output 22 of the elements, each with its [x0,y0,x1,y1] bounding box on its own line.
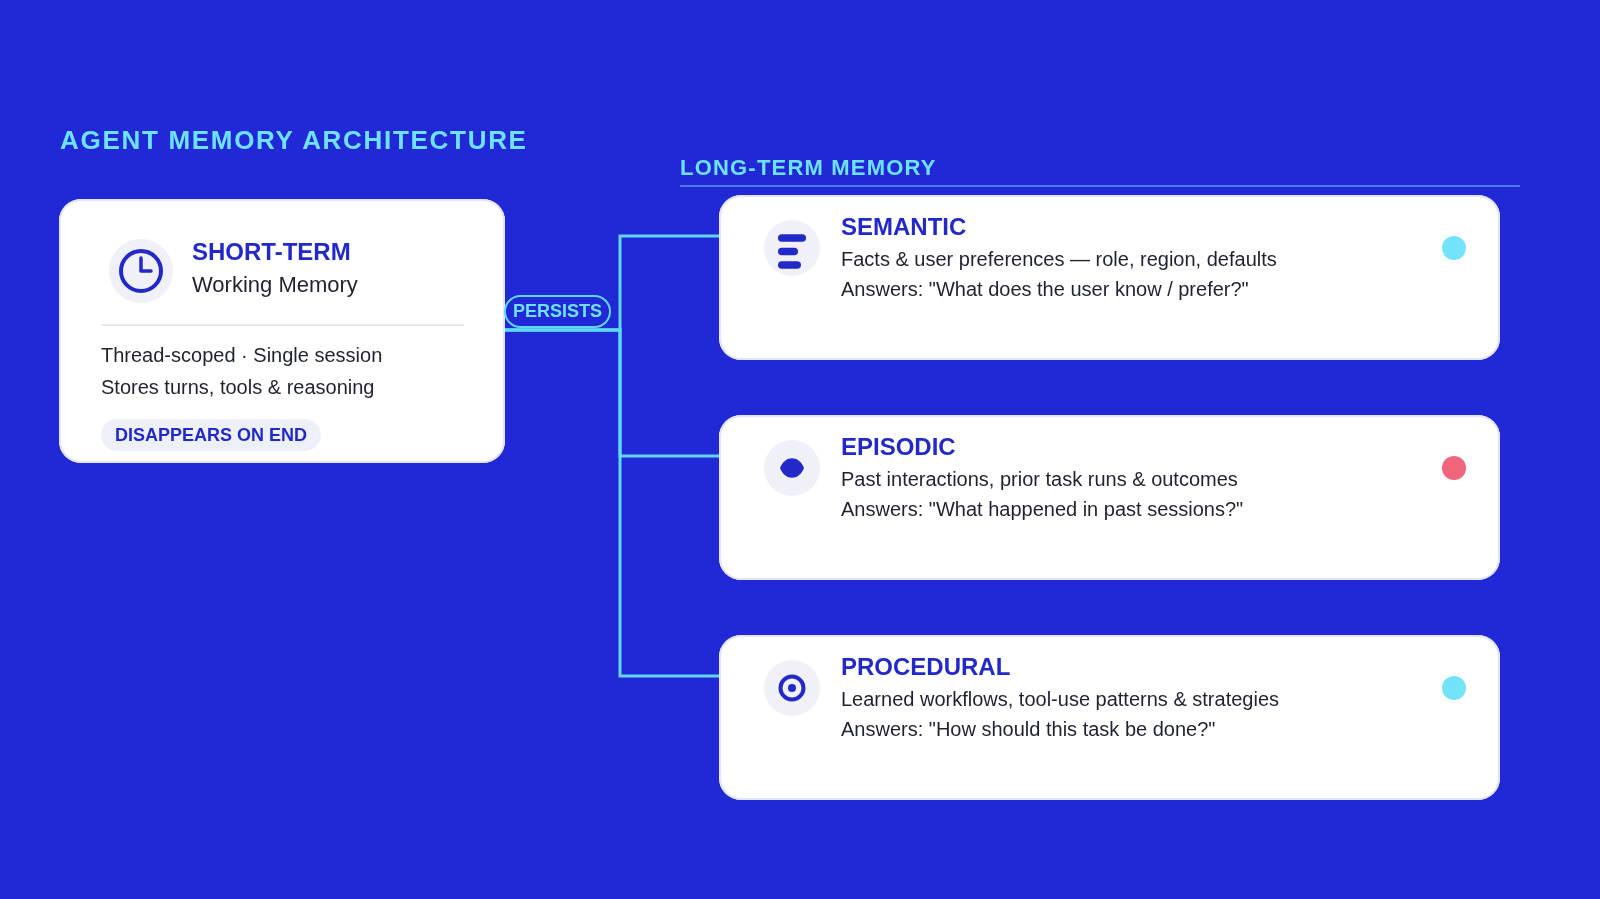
card-title: EPISODIC [841,433,956,461]
card-description: Answers: "What happened in past sessions?" [841,497,1244,521]
memory-card [719,195,1500,360]
status-tag: DISAPPEARS ON END [101,419,322,451]
card-description: Thread-scoped · Single session [101,343,383,367]
card-description: Facts & user preferences — role, region, defaults [841,247,1277,271]
card-description: Stores turns, tools & reasoning [101,375,375,399]
card-title: PROCEDURAL [841,653,1011,681]
card-subtitle: Working Memory [192,272,358,298]
connector-line [505,328,719,678]
memory-card [59,199,505,463]
card-description: Answers: "How should this task be done?" [841,717,1216,741]
card-description: Past interactions, prior task runs & outcomes [841,467,1238,491]
memory-card [719,415,1500,580]
card-title: SEMANTIC [841,213,967,241]
card-title: SHORT-TERM [192,238,351,266]
section-heading: LONG-TERM MEMORY [680,155,937,181]
edge-label: PERSISTS [504,295,612,328]
memory-card [719,635,1500,800]
page-title: AGENT MEMORY ARCHITECTURE [60,125,528,155]
card-description: Answers: "What does the user know / prefer?" [841,277,1249,301]
card-description: Learned workflows, tool-use patterns & strategies [841,687,1279,711]
